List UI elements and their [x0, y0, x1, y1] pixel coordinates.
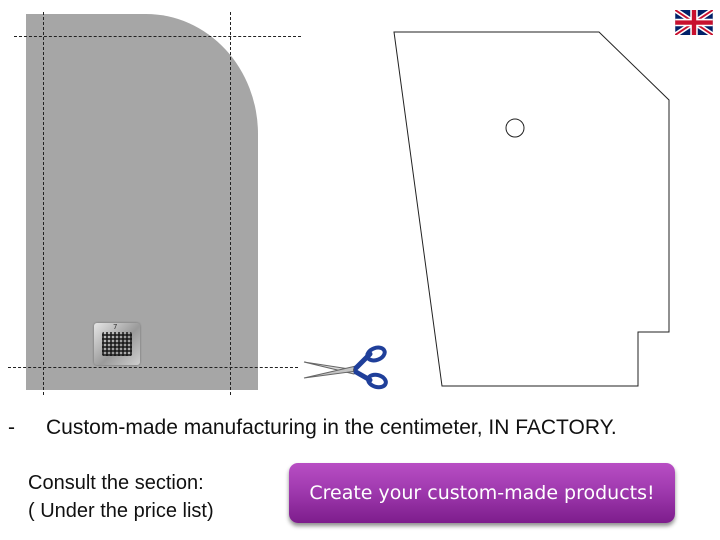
- consult-line-2: ( Under the price list): [28, 500, 214, 522]
- manufacturing-note: - Custom-made manufacturing in the centi…: [8, 416, 714, 444]
- drain-grate: [102, 332, 132, 356]
- cut-guide-bottom: [8, 367, 298, 368]
- drain-icon: 7: [94, 323, 140, 365]
- uk-flag-icon[interactable]: [673, 7, 715, 38]
- scissors-icon: [300, 344, 390, 390]
- bullet-dash: -: [8, 416, 15, 439]
- consult-note: Consult the section: ( Under the price l…: [28, 469, 278, 525]
- template-shape: [388, 26, 678, 390]
- manufacturing-text: Custom-made manufacturing in the centime…: [46, 416, 617, 439]
- cut-guide-top: [14, 36, 301, 37]
- consult-line-1: Consult the section:: [28, 472, 204, 494]
- cut-guide-left: [43, 12, 44, 395]
- drain-mark: 7: [113, 323, 118, 331]
- create-custom-products-button[interactable]: Create your custom-made products!: [289, 463, 675, 523]
- shower-tray-icon: 7: [26, 14, 258, 390]
- cut-guide-right: [230, 12, 231, 395]
